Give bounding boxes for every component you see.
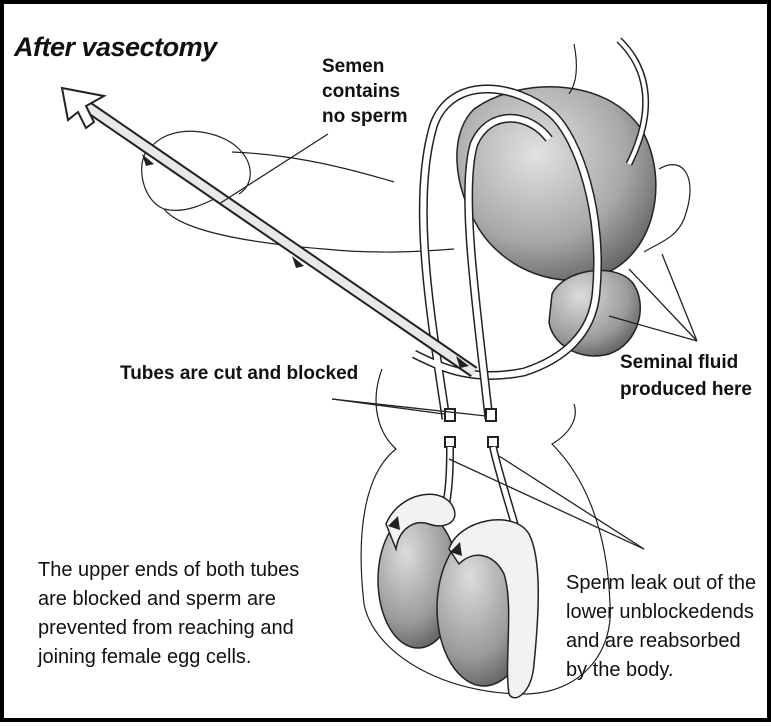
label-seminal-line: Seminal fluid <box>620 349 752 376</box>
label-upper-line: joining female egg cells. <box>38 643 299 672</box>
label-leak-line: by the body. <box>566 656 756 685</box>
label-leak-line: and are reabsorbed <box>566 627 756 656</box>
label-upper-ends: The upper ends of both tubes are blocked… <box>38 556 299 672</box>
label-upper-line: are blocked and sperm are <box>38 585 299 614</box>
label-sperm-leak: Sperm leak out of the lower unblockedend… <box>566 569 756 685</box>
label-tubes-cut: Tubes are cut and blocked <box>120 363 358 385</box>
label-semen-line: Semen <box>322 54 408 79</box>
label-semen-line: no sperm <box>322 104 408 129</box>
label-upper-line: The upper ends of both tubes <box>38 556 299 585</box>
label-seminal-fluid: Seminal fluid produced here <box>620 349 752 403</box>
urethra-arrow <box>62 88 474 372</box>
label-leak-line: lower unblockedends <box>566 598 756 627</box>
label-semen: Semen contains no sperm <box>322 54 408 129</box>
label-seminal-line: produced here <box>620 376 752 403</box>
label-leak-line: Sperm leak out of the <box>566 569 756 598</box>
label-semen-line: contains <box>322 79 408 104</box>
diagram-title: After vasectomy <box>14 32 217 63</box>
label-upper-line: prevented from reaching and <box>38 614 299 643</box>
